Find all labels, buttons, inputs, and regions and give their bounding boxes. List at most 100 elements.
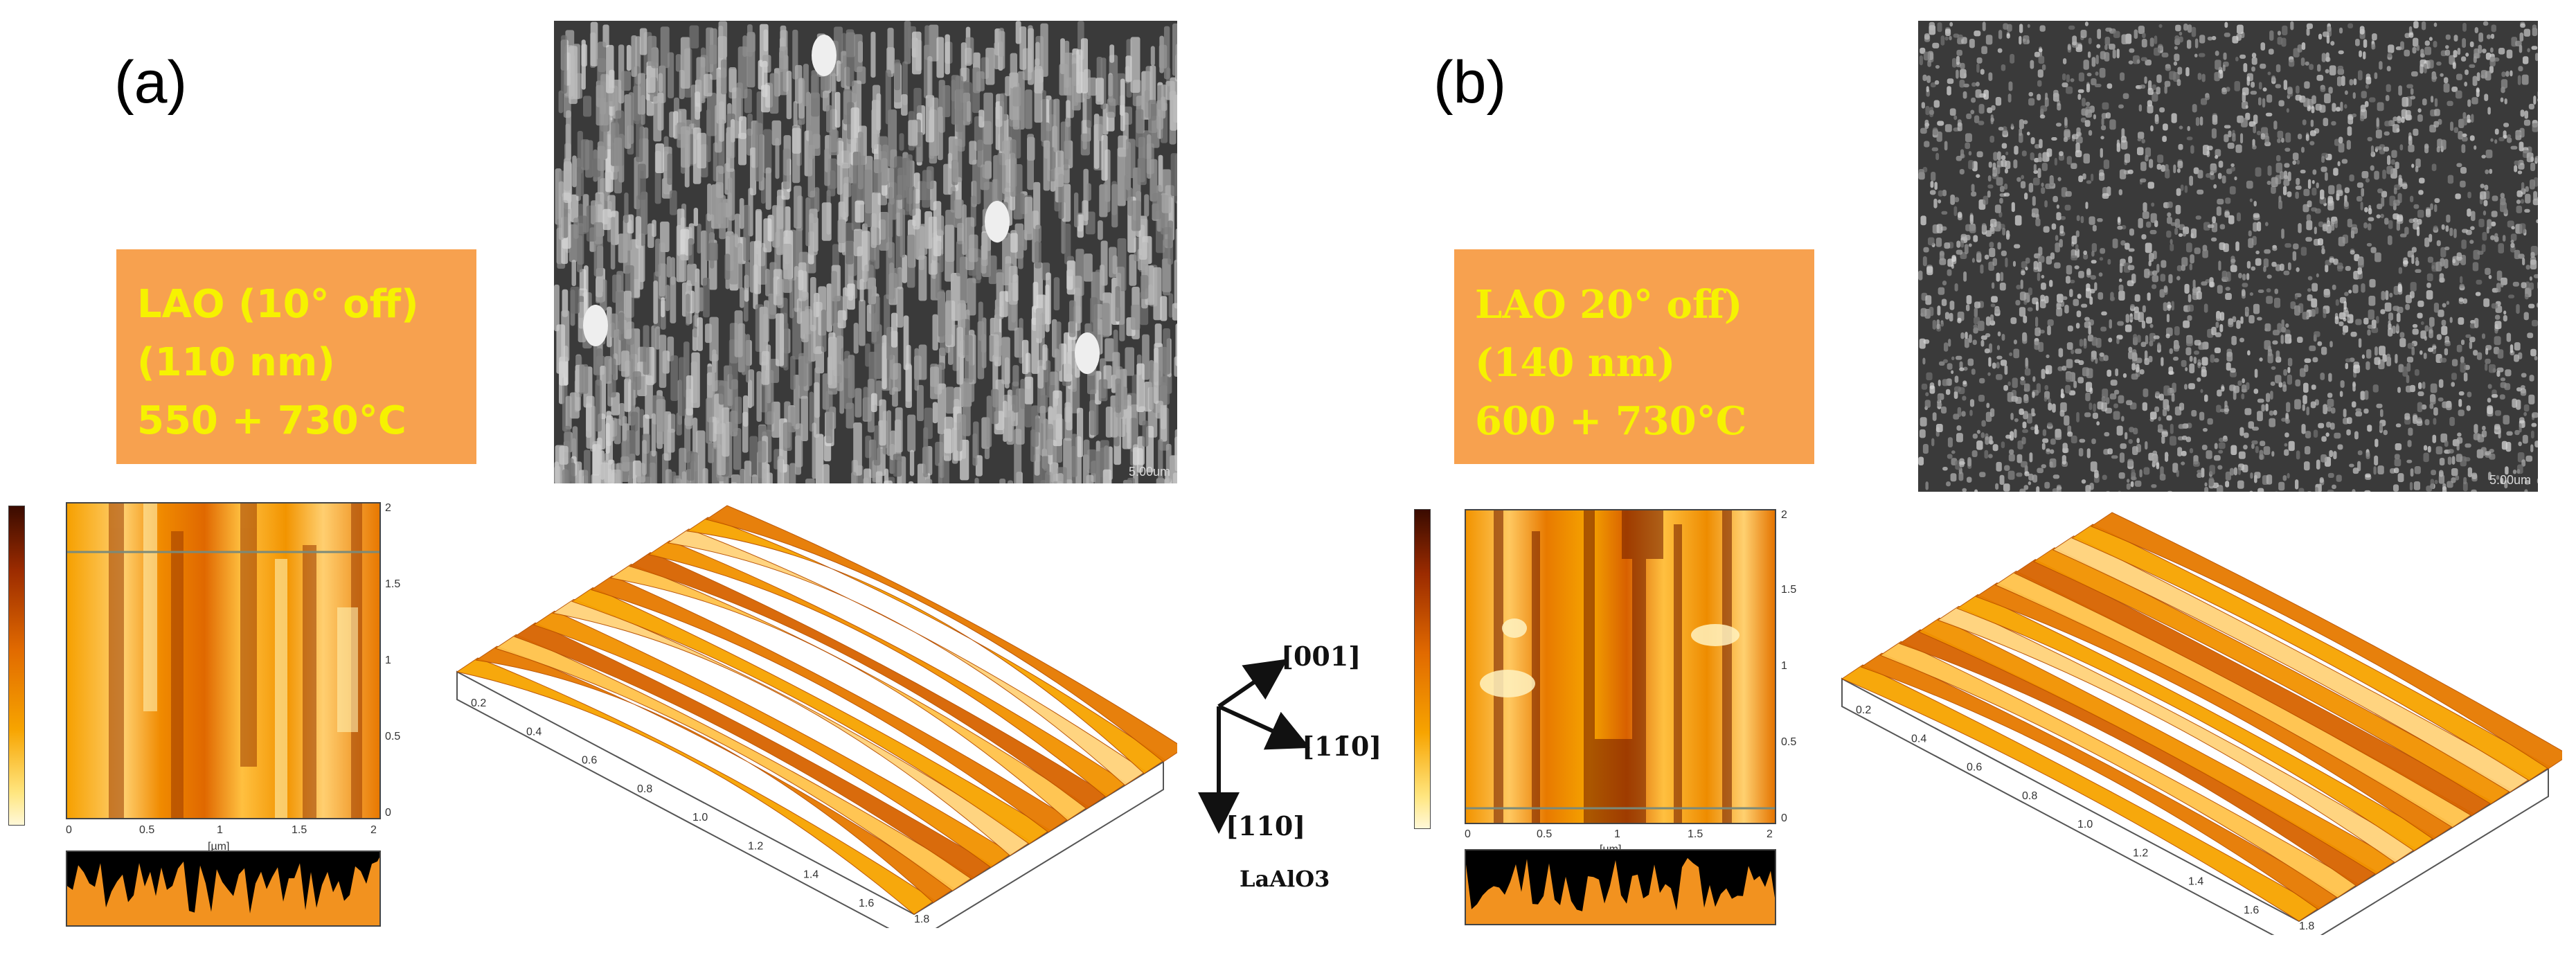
sem-grain (1929, 306, 1934, 317)
sem-grain (2059, 225, 2064, 234)
sem-grain (2025, 257, 2030, 264)
sem-grain (2365, 178, 2370, 183)
sem-grain (1971, 450, 1978, 458)
sem-grain (2100, 136, 2104, 140)
sem-grain (1083, 439, 1090, 471)
sem-grain (2120, 443, 2127, 449)
sem-grain (2131, 469, 2136, 476)
sem-grain (2147, 105, 2154, 114)
sem-grain (2457, 48, 2461, 55)
sem-grain (2311, 384, 2316, 390)
sem-grain (2091, 357, 2094, 362)
sem-grain (2238, 272, 2242, 278)
sem-grain (680, 37, 690, 89)
sem-grain (2158, 416, 2161, 422)
sem-grain (2426, 486, 2433, 492)
sem-grain (2102, 193, 2109, 199)
sem-grain (2331, 121, 2336, 126)
sem-grain (2507, 220, 2514, 228)
sem-grain (2422, 382, 2426, 389)
sem-grain (2287, 366, 2291, 373)
sem-grain (2278, 100, 2284, 107)
sem-grain (2211, 35, 2217, 41)
sem-grain (1940, 321, 1944, 327)
sem-grain (2275, 350, 2280, 361)
sem-grain (1988, 72, 1993, 82)
sem-grain (2374, 170, 2379, 180)
sem-grain (1942, 280, 1947, 286)
sem-grain (791, 127, 801, 154)
sem-grain (2010, 431, 2014, 441)
sem-grain (2234, 81, 2240, 91)
sem-grain (1011, 299, 1016, 323)
sem-grain (2361, 283, 2365, 293)
sem-grain (2187, 315, 2192, 321)
sem-grain (2355, 319, 2362, 326)
sem-grain (2132, 446, 2138, 456)
sem-grain (1150, 46, 1155, 66)
sem-grain (2199, 116, 2203, 126)
sem-grain (2134, 480, 2142, 487)
sem-grain (2001, 64, 2006, 71)
tick-label: 0 (66, 824, 72, 836)
sem-grain (2484, 93, 2489, 102)
sem-grain (2363, 222, 2368, 229)
sem-grain (893, 363, 902, 392)
sem-grain (2230, 166, 2235, 172)
sem-grain (1047, 424, 1053, 456)
sem-grain (1002, 232, 1011, 285)
sem-grain (2057, 366, 2064, 371)
sem-grain (2420, 48, 2424, 58)
sem-grain (2017, 440, 2023, 449)
sem-grain (2094, 282, 2098, 291)
sem-grain (637, 73, 646, 115)
sem-grain (1953, 115, 1958, 121)
sem-grain (743, 204, 750, 261)
sem-grain (960, 42, 967, 82)
sem-grain (2374, 252, 2381, 262)
sem-grain (2304, 81, 2310, 89)
sem-grain (2251, 266, 2256, 271)
sem-grain (2194, 247, 2201, 254)
sem-grain (1098, 379, 1108, 402)
sem-grain (815, 434, 824, 483)
sem-grain (2169, 348, 2173, 355)
sem-grain (2246, 180, 2253, 189)
sem-grain (1955, 355, 1962, 360)
sem-grain (2398, 267, 2403, 274)
sem-grain (1950, 194, 1956, 205)
sem-grain (1932, 42, 1940, 48)
sem-grain (2163, 302, 2167, 312)
sem-grain (2016, 285, 2021, 290)
sem-grain (2129, 427, 2134, 433)
sem-grain (679, 357, 686, 416)
sem-grain (2102, 102, 2109, 110)
sem-grain (2168, 274, 2173, 284)
sem-grain (2275, 375, 2282, 384)
sem-grain (2182, 232, 2187, 237)
sem-grain (2187, 125, 2190, 132)
sem-grain (2045, 92, 2048, 100)
sem-grain (2349, 79, 2354, 86)
sem-grain (2282, 186, 2287, 195)
sem-grain (1159, 44, 1168, 69)
sem-grain (2284, 163, 2290, 168)
sem-grain (1158, 439, 1163, 483)
sem-grain (2470, 320, 2476, 324)
sem-grain (2337, 262, 2343, 271)
sem-grain (2432, 434, 2437, 443)
sem-grain (2256, 130, 2262, 136)
sem-grain (2400, 41, 2404, 51)
sem-grain (2444, 440, 2449, 447)
panel-a-afm-x-unit: [µm] (208, 841, 230, 853)
sem-grain (2340, 101, 2343, 112)
sem-grain (2424, 325, 2429, 332)
sem-grain (2070, 78, 2075, 82)
sem-grain (2410, 282, 2417, 292)
sem-grain (1109, 44, 1115, 63)
sem-grain (2393, 199, 2400, 206)
direction-arrows (1198, 659, 1310, 834)
sem-grain (2311, 105, 2315, 114)
sem-grain (1108, 74, 1113, 103)
